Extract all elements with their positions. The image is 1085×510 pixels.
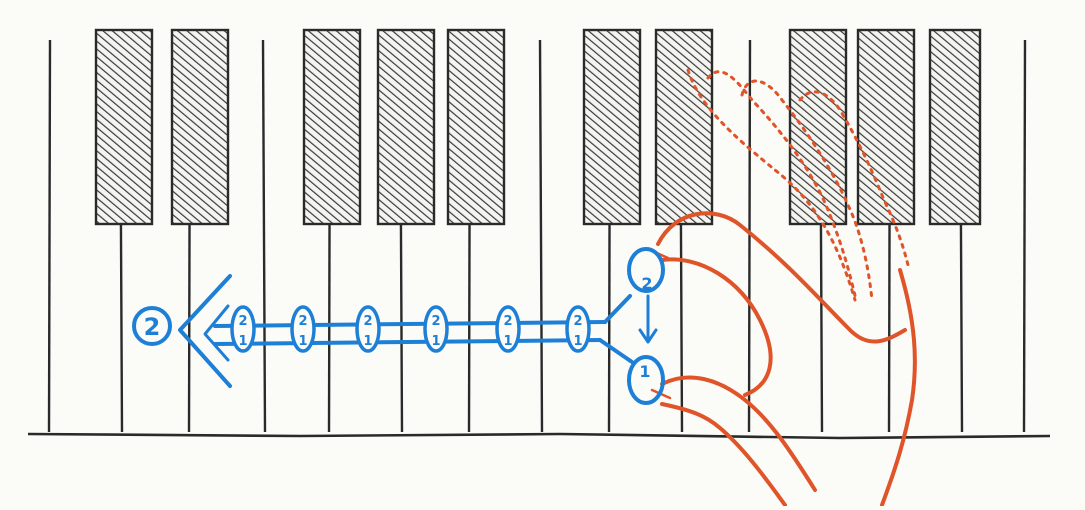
hand-index-finger-lower — [662, 259, 771, 395]
hand-back-outline — [882, 270, 915, 505]
crossing-arrow-head-inner — [205, 306, 228, 360]
crossing-arrow-tail — [600, 296, 632, 362]
black-key — [656, 30, 712, 224]
white-key-divider — [263, 40, 265, 432]
black-key — [304, 30, 360, 224]
white-key-divider — [49, 40, 50, 432]
crossing-arrow-head — [180, 276, 230, 386]
crossing-step-upper-finger: 2 — [431, 314, 440, 329]
crossing-step-upper-finger: 2 — [503, 314, 512, 329]
black-key — [790, 30, 846, 224]
white-key-divider — [540, 40, 542, 432]
crossing-step-upper-finger: 2 — [363, 314, 372, 329]
crossing-step-lower-finger: 1 — [238, 334, 247, 349]
finger-change-arrow — [640, 296, 656, 342]
hand-thumb — [662, 377, 815, 490]
crossing-step-upper-finger: 2 — [238, 314, 247, 329]
crossing-step-lower-finger: 1 — [573, 334, 582, 349]
black-key — [96, 30, 152, 224]
crossing-arrow-shaft-upper — [215, 322, 605, 326]
black-key — [858, 30, 914, 224]
crossing-step-upper-finger: 2 — [573, 314, 582, 329]
black-key — [584, 30, 640, 224]
black-key — [172, 30, 228, 224]
black-keys — [96, 30, 980, 224]
index-finger-number: 2 — [641, 274, 652, 293]
thumb-finger-number: 1 — [639, 362, 650, 381]
crossing-step-upper-finger: 2 — [298, 314, 307, 329]
black-key — [378, 30, 434, 224]
crossing-step-lower-finger: 1 — [431, 334, 440, 349]
keyboard — [28, 30, 1050, 438]
keyboard-bottom-edge — [28, 434, 1050, 438]
black-key — [930, 30, 980, 224]
crossing-step-lower-finger: 1 — [363, 334, 372, 349]
fingering-marks: 2 2 1 2 1 2 1 2 1 2 1 2 1 2 1 — [134, 249, 663, 403]
crossing-step-lower-finger: 1 — [298, 334, 307, 349]
black-key — [448, 30, 504, 224]
destination-finger-number: 2 — [144, 313, 161, 341]
white-key-divider — [1024, 40, 1025, 432]
crossing-step-lower-finger: 1 — [503, 334, 512, 349]
